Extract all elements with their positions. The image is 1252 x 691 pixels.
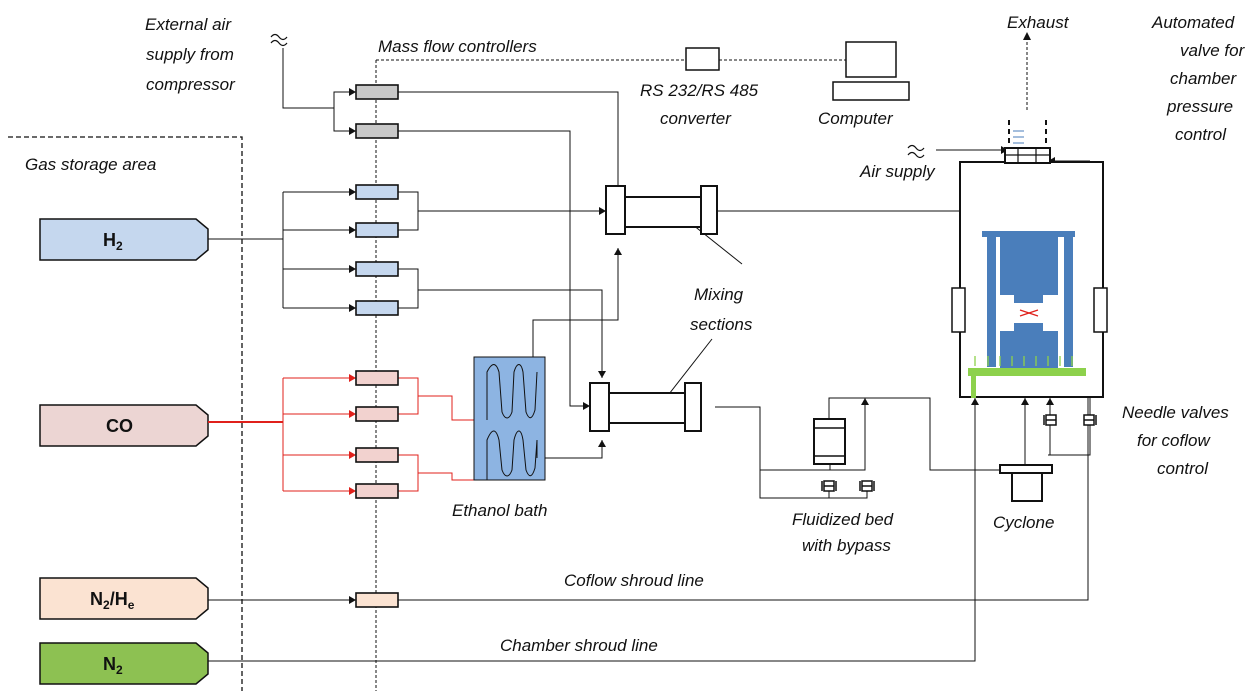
coflow-stem: [971, 376, 976, 398]
needle-valves-label-2: for coflow: [1137, 431, 1211, 450]
mixing-section-2: [589, 382, 702, 432]
arrowheads: [349, 88, 1055, 604]
ethanol-bath-label: Ethanol bath: [452, 501, 547, 520]
fluidized-bed-label-1: Fluidized bed: [792, 510, 894, 529]
mfc-gray-2: [355, 123, 399, 139]
chamber-line-label: Chamber shroud line: [500, 636, 658, 655]
needle-valves-label-1: Needle valves: [1122, 403, 1229, 422]
co-cylinder-shape: [39, 404, 209, 447]
automated-valve-label-2: valve for: [1180, 41, 1246, 60]
fluidized-bed-box: [813, 418, 846, 465]
mfc-h2-3: [355, 261, 399, 277]
n2-label: N2: [103, 654, 123, 677]
chamber-window-left: [951, 287, 966, 333]
ethanol-bath-box: [473, 356, 546, 481]
external-air-label-2: supply from: [146, 45, 234, 64]
automated-valve-label-1: Automated: [1151, 13, 1235, 32]
mfc-h2-4: [355, 300, 399, 316]
co-label: CO: [106, 416, 133, 436]
mfc-n2he: [355, 592, 399, 608]
coflow-line-label: Coflow shroud line: [564, 571, 704, 590]
mfc-co-2: [355, 406, 399, 422]
mixing-label-2: sections: [690, 315, 753, 334]
ethanol-bath: [473, 356, 546, 481]
n2-cylinder-shape: [39, 642, 209, 685]
co-cylinder: CO: [39, 404, 209, 447]
air-supply-wavy-icon: [907, 144, 925, 159]
mfc-gray-1: [355, 84, 399, 100]
cyclone-icon: [999, 464, 1053, 502]
mixing-label-1: Mixing: [694, 285, 744, 304]
fluidized-bed-label-2: with bypass: [802, 536, 891, 555]
air-supply-label: Air supply: [859, 162, 936, 181]
exhaust-arrowhead: [1023, 32, 1031, 40]
mfc-co-1: [355, 370, 399, 386]
automated-valve-label-4: pressure: [1166, 97, 1233, 116]
chamber-window-right: [1093, 287, 1108, 333]
mass-flow-label: Mass flow controllers: [378, 37, 537, 56]
n2he-cylinder-shape: [39, 577, 209, 620]
control-bus: [375, 59, 850, 691]
h2-cylinder: H2: [39, 218, 209, 261]
automated-valve-label-3: chamber: [1170, 69, 1237, 88]
rs-converter-label-2: converter: [660, 109, 732, 128]
gas-storage-boundary: [8, 136, 243, 691]
n2he-label: N2/He: [90, 589, 135, 612]
flame-icon: [1019, 309, 1039, 317]
h2-cylinder-shape: [39, 218, 209, 261]
n2he-cylinder: N2/He: [39, 577, 209, 620]
external-air-label-1: External air: [145, 15, 232, 34]
ethanol-coil-1: [486, 364, 538, 420]
needle-valve-icons: [1043, 414, 1097, 426]
coflow-bar: [968, 368, 1086, 376]
exhaust-flow-icon: [1013, 130, 1024, 144]
fluidized-lines: [759, 470, 868, 499]
h2-label: H2: [103, 230, 123, 253]
exhaust-label: Exhaust: [1007, 13, 1070, 32]
ethanol-coil-2: [486, 430, 538, 480]
external-air-label-3: compressor: [146, 75, 236, 94]
mixing-section-icon: [605, 185, 718, 235]
rs-converter-label-1: RS 232/RS 485: [640, 81, 759, 100]
fluidized-bed: [813, 418, 846, 465]
mfc-co-3: [355, 447, 399, 463]
coflow-arrows: [974, 356, 1073, 366]
co-flow-lines: [208, 377, 487, 492]
mfc-column: [355, 84, 399, 608]
valve-icon: [821, 480, 875, 492]
rs-converter-box: [685, 47, 720, 71]
cyclone-label: Cyclone: [993, 513, 1054, 532]
mfc-h2-2: [355, 222, 399, 238]
chamber: [951, 120, 1108, 398]
n2-cylinder: N2: [39, 642, 209, 685]
mfc-co-4: [355, 483, 399, 499]
gas-storage-label: Gas storage area: [25, 155, 156, 174]
co-arrowheads: [349, 374, 356, 495]
computer-icon: [832, 41, 910, 101]
needle-valves-label-3: control: [1157, 459, 1209, 478]
flow-lines: [208, 48, 1091, 662]
automated-valve-label-5: control: [1175, 125, 1227, 144]
computer-label: Computer: [818, 109, 894, 128]
wavy-air-icon: [270, 33, 288, 47]
mfc-h2-1: [355, 184, 399, 200]
